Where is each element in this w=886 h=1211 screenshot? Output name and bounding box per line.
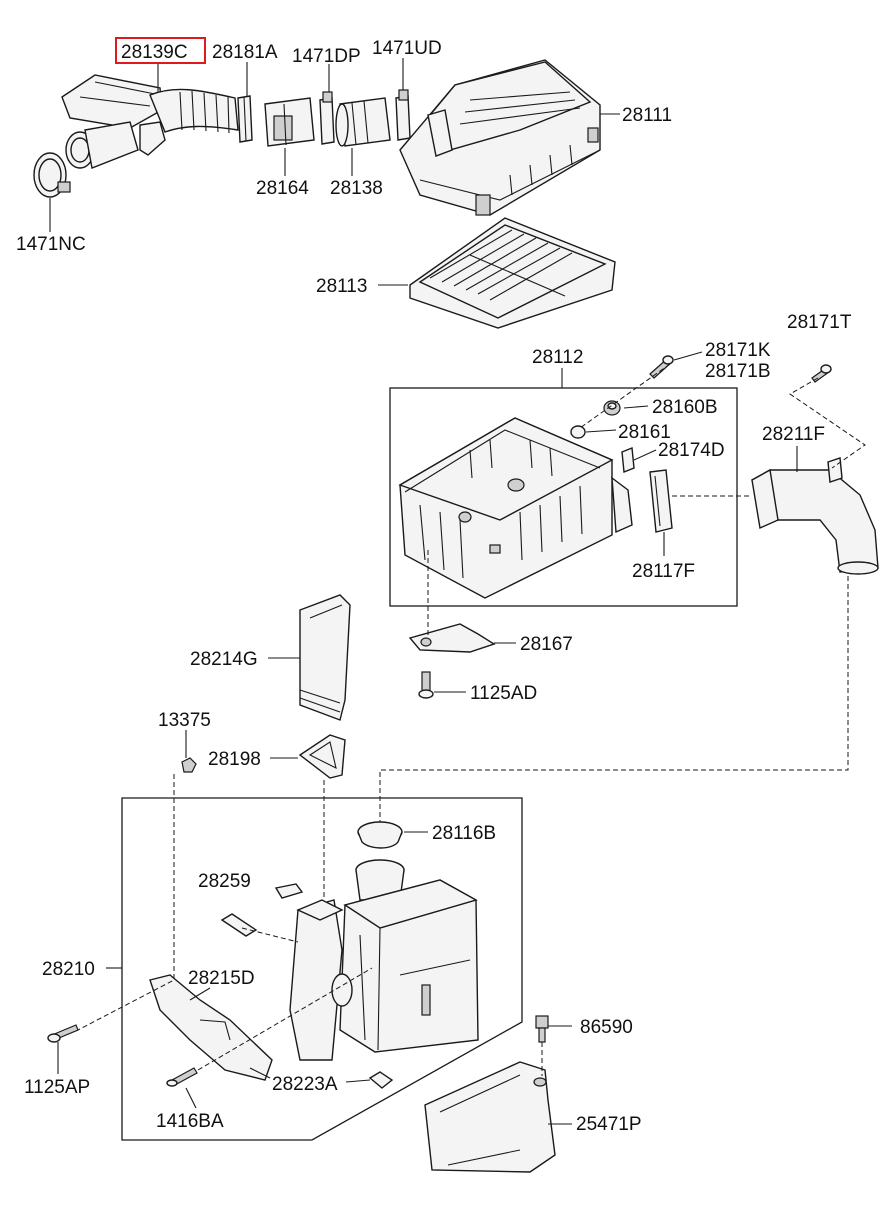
seal-ring-28198 (298, 734, 346, 779)
callout-28111: 28111 (622, 105, 672, 126)
callout-1125AP: 1125AP (24, 1077, 90, 1098)
callout-28223A: 28223A (272, 1074, 338, 1095)
bolt-86590 (535, 1015, 549, 1043)
air-filter-element-28113 (409, 217, 616, 329)
intake-duct-elbow-28211F (751, 457, 879, 575)
grommet-28116B (357, 821, 403, 849)
resonator-28210 (289, 859, 479, 1061)
bolt-1416BA (166, 1067, 198, 1087)
rubber-hose-28138 (335, 97, 391, 147)
air-intake-hose-assembly (61, 74, 239, 169)
hose-clamp-1471NC (33, 152, 71, 198)
callout-28198: 28198 (208, 749, 261, 770)
bolt-28171K (649, 355, 674, 379)
air-cleaner-body-frame (389, 387, 738, 607)
hose-clamp-28181A (237, 95, 253, 143)
assembly-guide-lines (77, 363, 866, 1076)
callout-28117F: 28117F (632, 561, 695, 582)
hose-clamp-1471UD (395, 89, 411, 141)
callout-1471UD: 1471UD (372, 38, 442, 59)
bracket-28167 (408, 623, 496, 653)
hose-clamp-1471DP (319, 91, 335, 145)
leader-lines (49, 58, 798, 1125)
callout-1471NC: 1471NC (16, 234, 86, 255)
callout-86590: 86590 (580, 1017, 633, 1038)
callout-1416BA: 1416BA (156, 1111, 224, 1132)
grommet-28160B (603, 400, 621, 416)
resonator-assembly-frame (121, 797, 523, 1141)
callout-1471DP: 1471DP (292, 46, 361, 67)
callout-labels: 28139C 28181A 1471DP 1471UD 28111 1471NC… (16, 38, 852, 1135)
callout-28161: 28161 (618, 422, 671, 443)
callout-28259: 28259 (198, 871, 251, 892)
callout-28112: 28112 (532, 347, 583, 368)
callout-28116B: 28116B (432, 823, 496, 844)
callout-28211F: 28211F (762, 424, 825, 445)
callout-28171T: 28171T (787, 312, 852, 333)
callout-13375: 13375 (158, 710, 211, 731)
callout-28214G: 28214G (190, 649, 258, 670)
air-cleaner-cover-28111 (399, 59, 601, 216)
air-cleaner-body-28112 (398, 417, 633, 599)
callout-28139C: 28139C (121, 42, 188, 63)
callout-25471P: 25471P (576, 1114, 642, 1135)
callout-28160B: 28160B (652, 397, 718, 418)
bolt-1125AD (418, 671, 434, 699)
shield-25471P (424, 1061, 556, 1173)
callout-28113: 28113 (316, 276, 367, 297)
callout-28164: 28164 (256, 178, 309, 199)
bracket-28215D (149, 974, 273, 1081)
clip-28174D (621, 447, 635, 473)
callout-28167: 28167 (520, 634, 573, 655)
highlight-box (115, 37, 206, 64)
sensor-28164 (264, 97, 315, 147)
callout-1125AD: 1125AD (470, 683, 537, 704)
clip-28223A (368, 1071, 394, 1089)
clip-28259 (220, 883, 304, 937)
callout-28181A: 28181A (212, 42, 278, 63)
nut-13375 (181, 757, 197, 773)
callout-28171K: 28171K (705, 340, 771, 361)
callout-28174D: 28174D (658, 440, 725, 461)
callout-28138: 28138 (330, 178, 383, 199)
callout-28171B: 28171B (705, 361, 771, 382)
seal-28117F (649, 469, 673, 533)
callout-28215D: 28215D (188, 968, 255, 989)
callout-28210: 28210 (42, 959, 95, 980)
grommet-28161 (570, 425, 586, 439)
air-guide-duct-28214G (299, 594, 351, 721)
bolt-1125AP (47, 1024, 79, 1043)
